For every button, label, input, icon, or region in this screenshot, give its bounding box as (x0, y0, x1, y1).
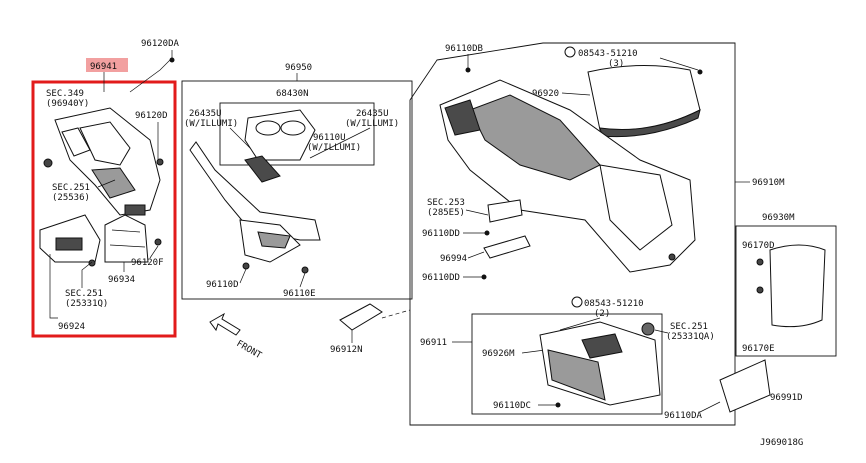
clip-icon (301, 266, 309, 274)
clip-icon (43, 158, 53, 168)
screw-icon (169, 57, 175, 63)
rear-bracket-part (719, 359, 771, 413)
label-sec251-25331Q-sub[interactable]: (25331Q) (65, 299, 108, 309)
label-96930M[interactable]: 96930M (762, 213, 795, 223)
label-96110U-sub[interactable]: (W/ILLUMI) (307, 143, 361, 153)
bolt-symbol-icon (571, 296, 583, 308)
label-26435U-right[interactable]: 26435U (356, 109, 389, 119)
label-sec251-25536-sub[interactable]: (25536) (52, 193, 90, 203)
bracket-part (483, 235, 531, 259)
label-26435U-left[interactable]: 26435U (189, 109, 222, 119)
clip-icon (88, 259, 96, 267)
usb-bracket-part (487, 199, 523, 223)
clip-icon (242, 262, 250, 270)
bolt-symbol-icon (564, 46, 576, 58)
clip-icon (154, 238, 162, 246)
label-08543-top[interactable]: 08543-51210 (578, 49, 638, 59)
label-96926M[interactable]: 96926M (482, 349, 515, 359)
label-96110DB[interactable]: 96110DB (445, 44, 483, 54)
label-sec349[interactable]: SEC.349 (46, 89, 84, 99)
label-96941[interactable]: 96941 (90, 62, 117, 72)
switch-part-icon (641, 322, 655, 336)
label-96110DA[interactable]: 96110DA (664, 411, 703, 421)
label-96110U[interactable]: 96110U (313, 133, 346, 143)
label-sec253[interactable]: SEC.253 (427, 198, 465, 208)
label-96924[interactable]: 96924 (58, 322, 85, 332)
clip-icon (668, 253, 676, 261)
part-number-highlight (86, 58, 128, 72)
label-sec251-25331QA[interactable]: SEC.251 (670, 322, 708, 332)
screw-icon (555, 402, 561, 408)
storage-box-part (539, 321, 661, 406)
label-08543-top-qty[interactable]: (3) (608, 59, 624, 69)
shift-boot-part (39, 214, 149, 263)
screw-icon (481, 274, 487, 280)
label-96170E[interactable]: 96170E (742, 344, 775, 354)
console-finisher-part (54, 107, 161, 216)
clip-icon (156, 158, 164, 166)
label-96934[interactable]: 96934 (108, 275, 135, 285)
main-console-box (409, 42, 736, 426)
center-trim-part (189, 141, 321, 263)
label-26435U-right-sub[interactable]: (W/ILLUMI) (345, 119, 399, 129)
label-96110DD-1[interactable]: 96110DD (422, 229, 460, 239)
console-body-part (439, 79, 696, 273)
label-96910M[interactable]: 96910M (752, 178, 785, 188)
label-sec251-25331QA-sub[interactable]: (25331QA) (666, 332, 715, 342)
label-96950[interactable]: 96950 (285, 63, 312, 73)
label-26435U-left-sub[interactable]: (W/ILLUMI) (184, 119, 238, 129)
label-96120DA[interactable]: 96120DA (141, 39, 180, 49)
cup-holder-part (244, 109, 316, 183)
label-sec349-sub[interactable]: (96940Y) (46, 99, 89, 109)
front-arrow-icon (209, 312, 241, 336)
front-label: FRONT (235, 339, 264, 361)
clip-icon (756, 286, 764, 294)
label-96911[interactable]: 96911 (420, 338, 447, 348)
label-96120D[interactable]: 96120D (135, 111, 168, 121)
side-pad-part (769, 244, 826, 328)
label-96110E[interactable]: 96110E (283, 289, 316, 299)
label-96920[interactable]: 96920 (532, 89, 559, 99)
label-96994[interactable]: 96994 (440, 254, 467, 264)
screw-icon (697, 69, 703, 75)
screw-icon (465, 67, 471, 73)
label-sec251-25536[interactable]: SEC.251 (52, 183, 90, 193)
cup-holder-subbox (219, 102, 375, 166)
label-sec253-sub[interactable]: (285E5) (427, 208, 465, 218)
label-68430N[interactable]: 68430N (276, 89, 309, 99)
trim-clip-part (339, 303, 383, 331)
label-sec251-25331Q[interactable]: SEC.251 (65, 289, 103, 299)
label-96110D[interactable]: 96110D (206, 280, 239, 290)
label-96170D[interactable]: 96170D (742, 241, 775, 251)
label-96991D[interactable]: 96991D (770, 393, 803, 403)
drawing-id: J969018G (760, 438, 803, 448)
label-08543-mid[interactable]: 08543-51210 (584, 299, 644, 309)
side-panel-box (735, 225, 837, 357)
label-96110DD-2[interactable]: 96110DD (422, 273, 460, 283)
label-96912N[interactable]: 96912N (330, 345, 363, 355)
screw-icon (484, 230, 490, 236)
label-96120F[interactable]: 96120F (131, 258, 164, 268)
clip-icon (756, 258, 764, 266)
lower-console-subbox (471, 313, 663, 415)
armrest-lid-part (587, 64, 701, 138)
label-96110DC[interactable]: 96110DC (493, 401, 531, 411)
